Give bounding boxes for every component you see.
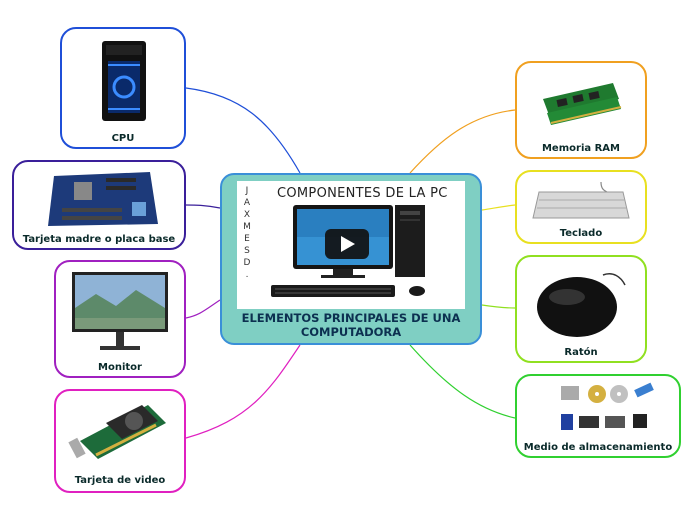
link-video-card bbox=[185, 344, 301, 439]
video-thumbnail[interactable]: COMPONENTES DE LA PC J A X M E S D . bbox=[237, 181, 465, 309]
node-label: Ratón bbox=[564, 347, 598, 358]
node-storage[interactable]: Medio de almacenamiento bbox=[515, 374, 681, 458]
motherboard-icon bbox=[48, 172, 158, 226]
vertical-watermark: J A X M E S D . bbox=[243, 186, 251, 280]
graphics-card-icon bbox=[68, 405, 166, 459]
desktop-pc-illustration bbox=[271, 205, 425, 297]
node-label: Tarjeta de video bbox=[74, 475, 166, 486]
node-label: Medio de almacenamiento bbox=[523, 442, 673, 453]
link-storage bbox=[409, 344, 516, 419]
node-motherboard[interactable]: Tarjeta madre o placa base bbox=[12, 160, 186, 250]
node-label: Monitor bbox=[98, 362, 142, 373]
node-cpu[interactable]: CPU bbox=[60, 27, 186, 149]
node-ram[interactable]: Memoria RAM bbox=[515, 61, 647, 159]
link-keyboard bbox=[481, 204, 516, 211]
node-keyboard[interactable]: Teclado bbox=[515, 170, 647, 244]
node-label: Teclado bbox=[559, 228, 603, 239]
video-title: COMPONENTES DE LA PC bbox=[277, 186, 448, 201]
mouse-icon bbox=[537, 273, 626, 337]
node-video-card[interactable]: Tarjeta de video bbox=[54, 389, 186, 493]
ram-module-icon bbox=[543, 83, 622, 125]
node-label: CPU bbox=[111, 133, 135, 144]
node-mouse[interactable]: Ratón bbox=[515, 255, 647, 363]
storage-media-icon bbox=[561, 382, 654, 430]
keyboard-icon bbox=[532, 181, 630, 219]
pc-tower-icon bbox=[102, 41, 146, 121]
node-monitor[interactable]: Monitor bbox=[54, 260, 186, 378]
node-label: Memoria RAM bbox=[541, 143, 620, 154]
link-ram bbox=[409, 109, 516, 174]
link-monitor bbox=[185, 299, 221, 319]
central-title: ELEMENTOS PRINCIPALES DE UNA COMPUTADORA bbox=[241, 311, 461, 339]
link-cpu bbox=[185, 87, 301, 174]
play-icon bbox=[341, 236, 355, 252]
monitor-icon bbox=[72, 272, 168, 350]
link-mouse bbox=[481, 304, 516, 309]
central-topic[interactable]: COMPONENTES DE LA PC J A X M E S D . bbox=[220, 173, 482, 345]
node-label: Tarjeta madre o placa base bbox=[22, 234, 176, 245]
link-motherboard bbox=[185, 204, 221, 209]
